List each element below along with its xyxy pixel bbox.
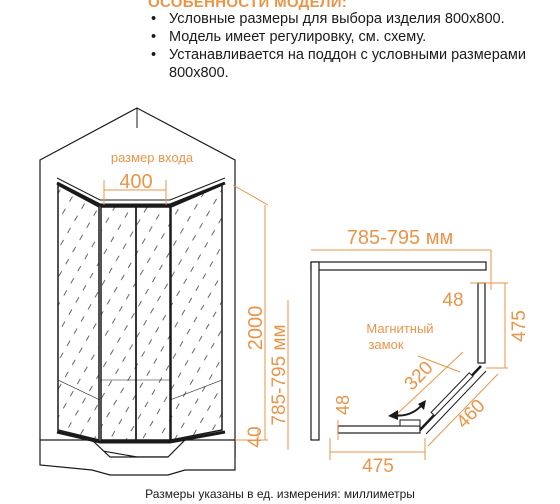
diagonal-length: 460: [452, 395, 489, 432]
top-width-range: 785-795 мм: [347, 227, 453, 249]
front-width-range: 785-795 мм: [269, 324, 290, 425]
feature-item: Модель имеет регулировку, см. схему.: [150, 28, 526, 46]
entrance-label: размер входа: [111, 150, 194, 165]
frame-top-inner: [56, 177, 226, 201]
top-view: [310, 249, 508, 460]
units-note: Размеры указаны в ед. измерения: миллиме…: [145, 487, 415, 501]
arrow-head-left-icon: [388, 410, 398, 420]
frame-top: [56, 181, 226, 207]
features-header: ОСОБЕННОСТИ МОДЕЛИ:: [148, 0, 348, 11]
left-profile-depth: 48: [333, 395, 353, 415]
front-view: [39, 107, 289, 476]
magnet-label-line1: Магнитный: [366, 321, 433, 336]
right-side-length: 475: [509, 310, 530, 342]
arrow-head-right-icon: [418, 400, 426, 410]
magnet-label-line2: замок: [368, 337, 403, 352]
left-wall: [310, 261, 320, 441]
top-wall: [310, 261, 487, 271]
entrance-width-value: 400: [119, 171, 152, 193]
base-height-value: 40: [245, 426, 266, 447]
features-list: Условные размеры для выбора изделия 800х…: [150, 10, 526, 82]
feature-item: Устанавливается на поддон с условными ра…: [150, 46, 526, 64]
bottom-profile: [337, 425, 421, 434]
left-glass-panel: [57, 183, 100, 441]
right-glass-panel: [170, 183, 223, 441]
door-size-value: 320: [400, 357, 437, 394]
feature-item: Условные размеры для выбора изделия 800х…: [150, 10, 526, 28]
shower-tray: [39, 439, 236, 476]
bottom-length: 475: [362, 456, 394, 477]
right-profile: [477, 282, 486, 364]
height-value: 2000: [245, 306, 267, 351]
top-profile-depth: 48: [442, 290, 463, 311]
frame-bottom: [56, 430, 226, 444]
feature-item: 800х800.: [169, 65, 229, 81]
right-door: [135, 206, 171, 441]
left-door: [100, 206, 137, 441]
